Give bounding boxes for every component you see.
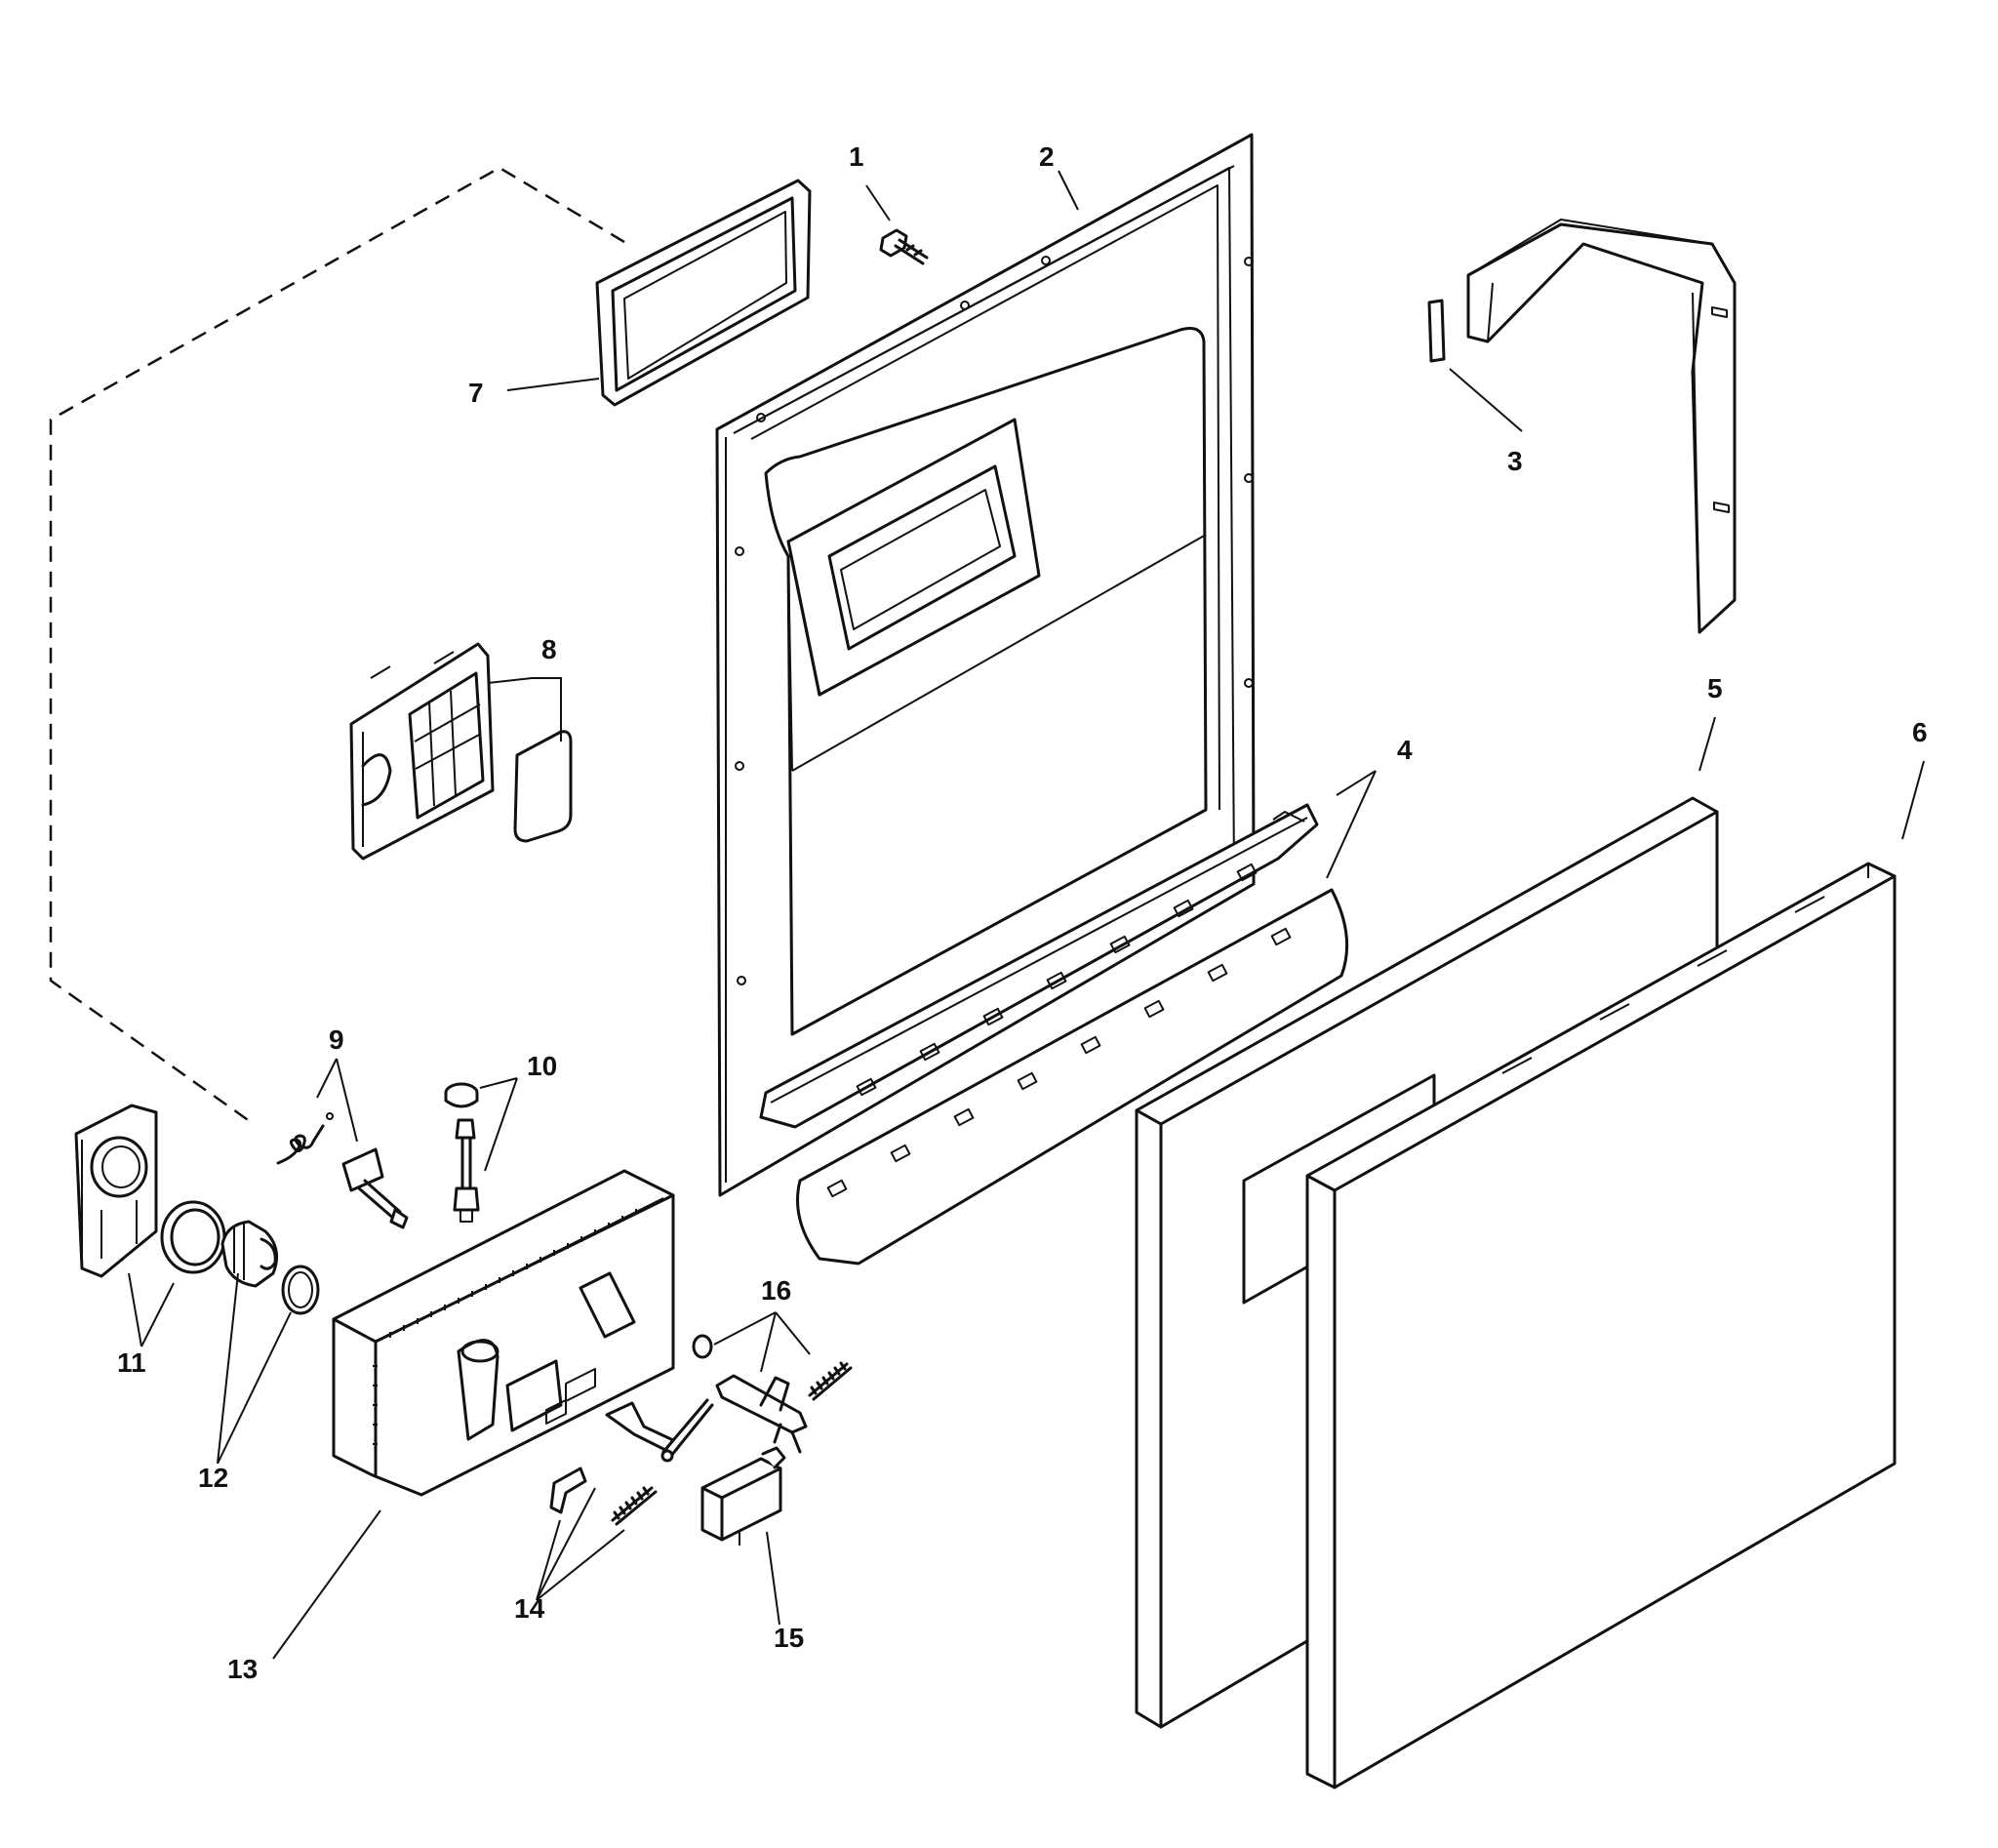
callout-10: 10	[527, 1051, 557, 1081]
callout-7: 7	[468, 378, 484, 408]
part-11-handle-bezel	[74, 1104, 158, 1278]
part-8-dispenser-cover	[349, 642, 573, 861]
callout-6: 6	[1912, 717, 1928, 747]
part-10-rinse-aid-float	[444, 1082, 480, 1223]
part-15-solenoid	[700, 1446, 786, 1546]
callout-4: 4	[1397, 735, 1413, 765]
callout-12: 12	[198, 1463, 228, 1493]
callout-3: 3	[1507, 446, 1523, 476]
callout-labels: 1 2 3 4 5 6 7 8 9 10 11 12 13 14 15 16	[117, 141, 1928, 1684]
part-9-spring-pin	[276, 1112, 409, 1229]
callout-5: 5	[1707, 673, 1723, 703]
callout-13: 13	[227, 1654, 258, 1684]
callout-9: 9	[329, 1024, 344, 1055]
callout-16: 16	[761, 1275, 791, 1306]
part-13-dispenser-housing	[332, 1169, 675, 1497]
callout-2: 2	[1039, 141, 1055, 172]
part-1-screw	[879, 228, 929, 265]
assembly-boundary-dashed	[49, 166, 625, 1126]
part-3-side-trim	[1427, 219, 1737, 634]
part-7-window-gasket	[595, 179, 812, 407]
part-6-front-panel	[1305, 862, 1897, 1789]
callout-8: 8	[541, 634, 557, 664]
part-14-levers-springs	[549, 1398, 714, 1526]
callout-11: 11	[117, 1347, 146, 1378]
callout-1: 1	[849, 141, 864, 172]
leader-lines	[128, 170, 1925, 1660]
part-12-latch-ring	[160, 1200, 320, 1315]
callout-15: 15	[774, 1623, 804, 1653]
part-4-lower-trim	[759, 803, 1349, 1265]
part-16-latch-arm-spring	[692, 1334, 853, 1454]
callout-14: 14	[514, 1593, 545, 1624]
